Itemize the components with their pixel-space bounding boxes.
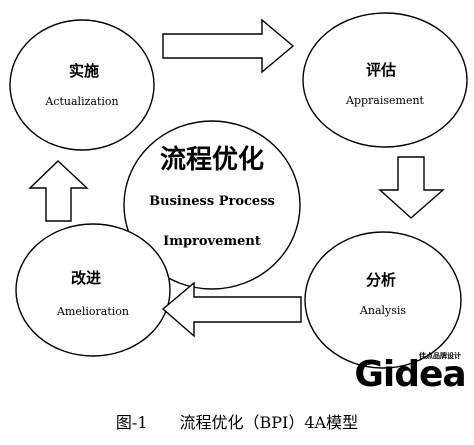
center-title-zh: 流程优化 [160, 145, 264, 175]
gidea-logo: 佳点品牌设计 Gidea [354, 351, 466, 395]
arrow-right-icon [162, 18, 295, 74]
amelioration-label-zh: 改进 [71, 269, 101, 287]
node-appraisement: 评估 Appraisement [302, 12, 468, 148]
center-title-en-line1: Business Process [149, 194, 275, 209]
appraisement-label-en: Appraisement [345, 94, 425, 107]
appraisement-label-zh: 评估 [366, 61, 396, 79]
node-analysis: 分析 Analysis [304, 231, 462, 369]
figure-caption: 图-1 流程优化（BPI）4A模型 [116, 413, 358, 432]
analysis-label-zh: 分析 [366, 271, 396, 289]
center-title-en-line2: Improvement [163, 234, 261, 249]
arrow-up-icon [28, 160, 89, 222]
node-actualization: 实施 Actualization [9, 19, 155, 151]
logo-wordmark: Gidea [354, 354, 465, 395]
actualization-label-en: Actualization [44, 95, 118, 108]
arrow-down-icon [378, 156, 445, 219]
node-amelioration: 改进 Amelioration [15, 223, 171, 357]
logo-tagline: 佳点品牌设计 [419, 351, 461, 360]
analysis-label-en: Analysis [359, 304, 406, 317]
arrow-left-icon [161, 281, 302, 338]
amelioration-label-en: Amelioration [56, 305, 129, 318]
center-node: 流程优化 Business Process Improvement [123, 120, 301, 290]
actualization-label-zh: 实施 [69, 62, 99, 80]
